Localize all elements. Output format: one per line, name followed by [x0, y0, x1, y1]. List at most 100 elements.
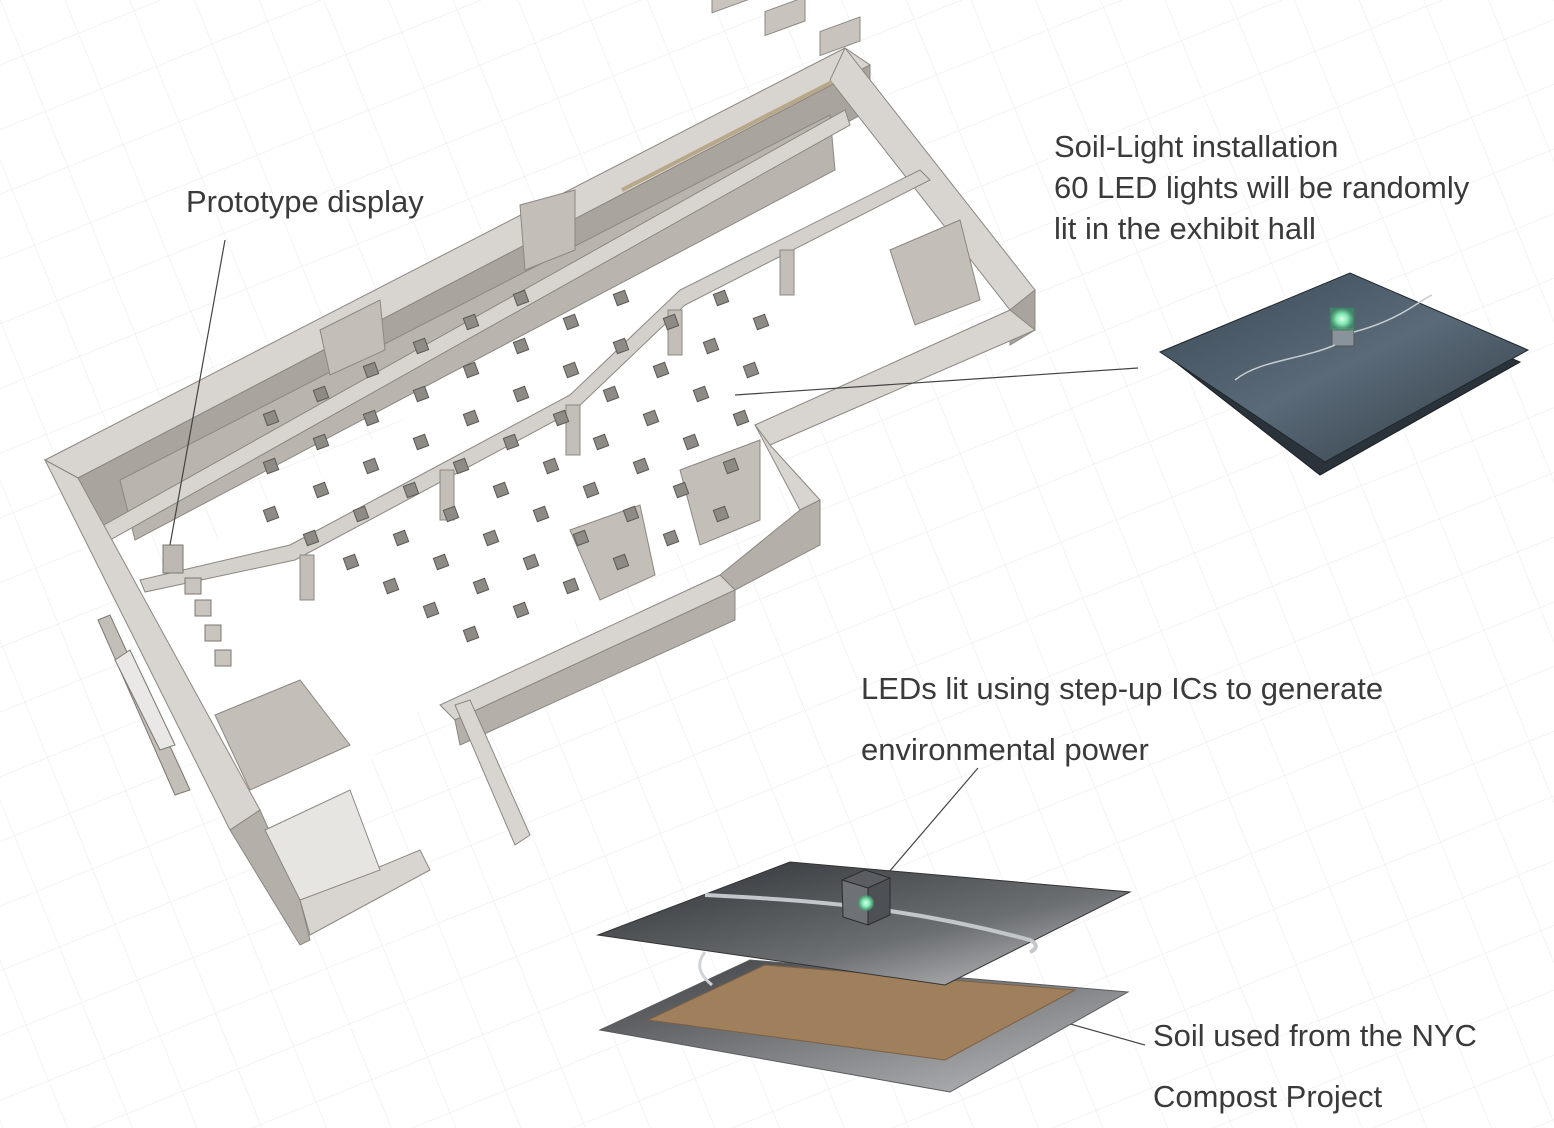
led-marker [752, 313, 770, 331]
room-bottom-mid [569, 504, 656, 601]
led-marker [362, 409, 380, 427]
led-marker [562, 577, 580, 595]
table [819, 16, 861, 57]
led-marker [262, 409, 280, 427]
led-marker [602, 385, 620, 403]
led-marker [462, 313, 480, 331]
led-marker [732, 409, 750, 427]
tile-led-cube [1329, 307, 1355, 331]
room-bottom-left [214, 679, 351, 791]
led-marker [362, 361, 380, 379]
led-marker [512, 289, 530, 307]
led-marker [612, 289, 630, 307]
led-light-grid [262, 289, 770, 643]
leader-line-soil-light [734, 367, 1139, 396]
stack-box [194, 599, 212, 617]
led-marker [712, 505, 730, 523]
ceiling-beam [139, 169, 931, 593]
led-light-glow [858, 895, 874, 911]
led-marker [262, 505, 280, 523]
led-marker [512, 385, 530, 403]
wire-down [698, 951, 713, 987]
led-marker [422, 601, 440, 619]
entrance-glass [114, 649, 176, 751]
soil-layer [646, 964, 1077, 1061]
led-marker [632, 457, 650, 475]
led-marker [362, 457, 380, 475]
table [764, 0, 806, 37]
led-marker [382, 577, 400, 595]
protruding-wall [454, 699, 531, 846]
track-light [621, 80, 833, 192]
led-marker [552, 409, 570, 427]
table [711, 0, 753, 14]
led-marker [642, 409, 660, 427]
led-marker [502, 433, 520, 451]
led-marker [472, 577, 490, 595]
led-marker [392, 529, 410, 547]
soil-line-2: Compost Project [1153, 1079, 1383, 1114]
led-marker [562, 361, 580, 379]
tile-wire [1234, 294, 1433, 381]
bottom-left-wall [299, 849, 431, 936]
tile-led-base [1331, 327, 1355, 347]
led-marker [412, 433, 430, 451]
led-marker [542, 457, 560, 475]
led-marker [452, 457, 470, 475]
outer-wall-bottom-right [719, 499, 821, 591]
led-marker [312, 481, 330, 499]
led-marker [342, 553, 360, 571]
led-marker [402, 481, 420, 499]
led-marker [692, 385, 710, 403]
leds-line-2: environmental power [861, 732, 1149, 767]
led-marker [572, 529, 590, 547]
led-marker [712, 289, 730, 307]
floor [125, 140, 1010, 820]
led-marker [682, 433, 700, 451]
leader-line-prototype [169, 239, 226, 546]
led-marker [612, 337, 630, 355]
tile-top-plate [1158, 272, 1530, 463]
leds-line-1: LEDs lit using step-up ICs to generate [861, 671, 1384, 706]
led-marker [662, 529, 680, 547]
room-right-mid [679, 439, 761, 546]
soil-light-line-3: lit in the exhibit hall [1054, 211, 1316, 246]
led-marker [722, 457, 740, 475]
column [299, 554, 315, 601]
led-marker [672, 481, 690, 499]
stack-box [184, 577, 202, 595]
led-marker [652, 361, 670, 379]
led-marker [262, 457, 280, 475]
room-bottom-left-floor [264, 789, 381, 901]
soil-light-label: Soil-Light installation 60 LED lights wi… [1054, 126, 1469, 249]
led-marker [312, 433, 330, 451]
soil-light-tile [1158, 272, 1530, 476]
led-marker [462, 625, 480, 643]
led-marker [302, 529, 320, 547]
led-box-side [867, 877, 891, 926]
led-marker [702, 337, 720, 355]
prototype-display-stand [162, 544, 184, 574]
led-marker [662, 313, 680, 331]
led-marker [412, 337, 430, 355]
corridor-block [519, 189, 576, 271]
stack-box [214, 649, 232, 667]
soil-label: Soil used from the NYC Compost Project [1153, 1005, 1477, 1127]
room-right-top [889, 219, 981, 326]
soil-light-line-2: 60 LED lights will be randomly [1054, 170, 1470, 205]
column [779, 249, 795, 296]
corridor-room-1 [319, 299, 386, 376]
led-marker [742, 361, 760, 379]
soil-line-1: Soil used from the NYC [1153, 1018, 1477, 1053]
led-marker [622, 505, 640, 523]
led-marker [512, 601, 530, 619]
outer-wall-left-lower [229, 809, 311, 946]
wire-top [704, 893, 1038, 954]
led-marker [462, 361, 480, 379]
led-marker [412, 385, 430, 403]
led-marker [592, 433, 610, 451]
outer-wall-bottom-face [454, 589, 736, 746]
led-marker [612, 553, 630, 571]
